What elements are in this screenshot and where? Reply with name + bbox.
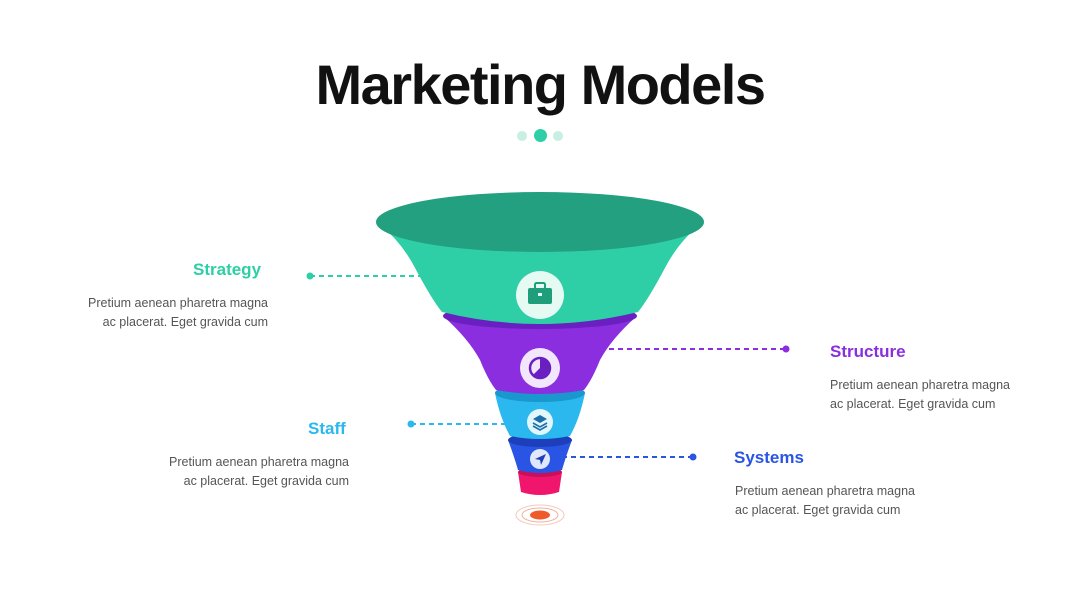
label-strategy: Strategy — [193, 260, 262, 279]
page-title: Marketing Models — [315, 53, 766, 116]
dot-2-active — [534, 129, 547, 142]
desc-structure: Pretium aenean pharetra magna ac placera… — [830, 376, 1030, 414]
desc-strategy-line2: ac placerat. Eget gravida cum — [102, 315, 268, 329]
desc-structure-line2: ac placerat. Eget gravida cum — [830, 397, 996, 411]
dot-1 — [517, 131, 527, 141]
label-staff: Staff — [308, 419, 346, 438]
label-systems: Systems — [734, 448, 804, 467]
desc-structure-line1: Pretium aenean pharetra magna — [830, 378, 1010, 392]
connector-strategy — [306, 272, 430, 280]
desc-systems: Pretium aenean pharetra magna ac placera… — [735, 482, 935, 520]
desc-strategy: Pretium aenean pharetra magna ac placera… — [68, 294, 268, 332]
label-structure: Structure — [830, 342, 906, 361]
send-icon — [530, 449, 550, 469]
desc-staff: Pretium aenean pharetra magna ac placera… — [149, 453, 349, 491]
pie-chart-icon — [520, 348, 560, 388]
layers-icon — [527, 409, 553, 435]
dot-3 — [553, 131, 563, 141]
desc-strategy-line1: Pretium aenean pharetra magna — [88, 296, 268, 310]
desc-systems-line2: ac placerat. Eget gravida cum — [735, 503, 901, 517]
target-base — [515, 504, 565, 526]
pagination-dots — [512, 128, 572, 144]
connector-staff — [407, 420, 505, 428]
desc-staff-line2: ac placerat. Eget gravida cum — [183, 474, 349, 488]
desc-systems-line1: Pretium aenean pharetra magna — [735, 484, 915, 498]
connector-structure — [600, 345, 790, 353]
desc-staff-line1: Pretium aenean pharetra magna — [169, 455, 349, 469]
connector-systems — [562, 453, 697, 461]
briefcase-icon — [516, 271, 564, 319]
